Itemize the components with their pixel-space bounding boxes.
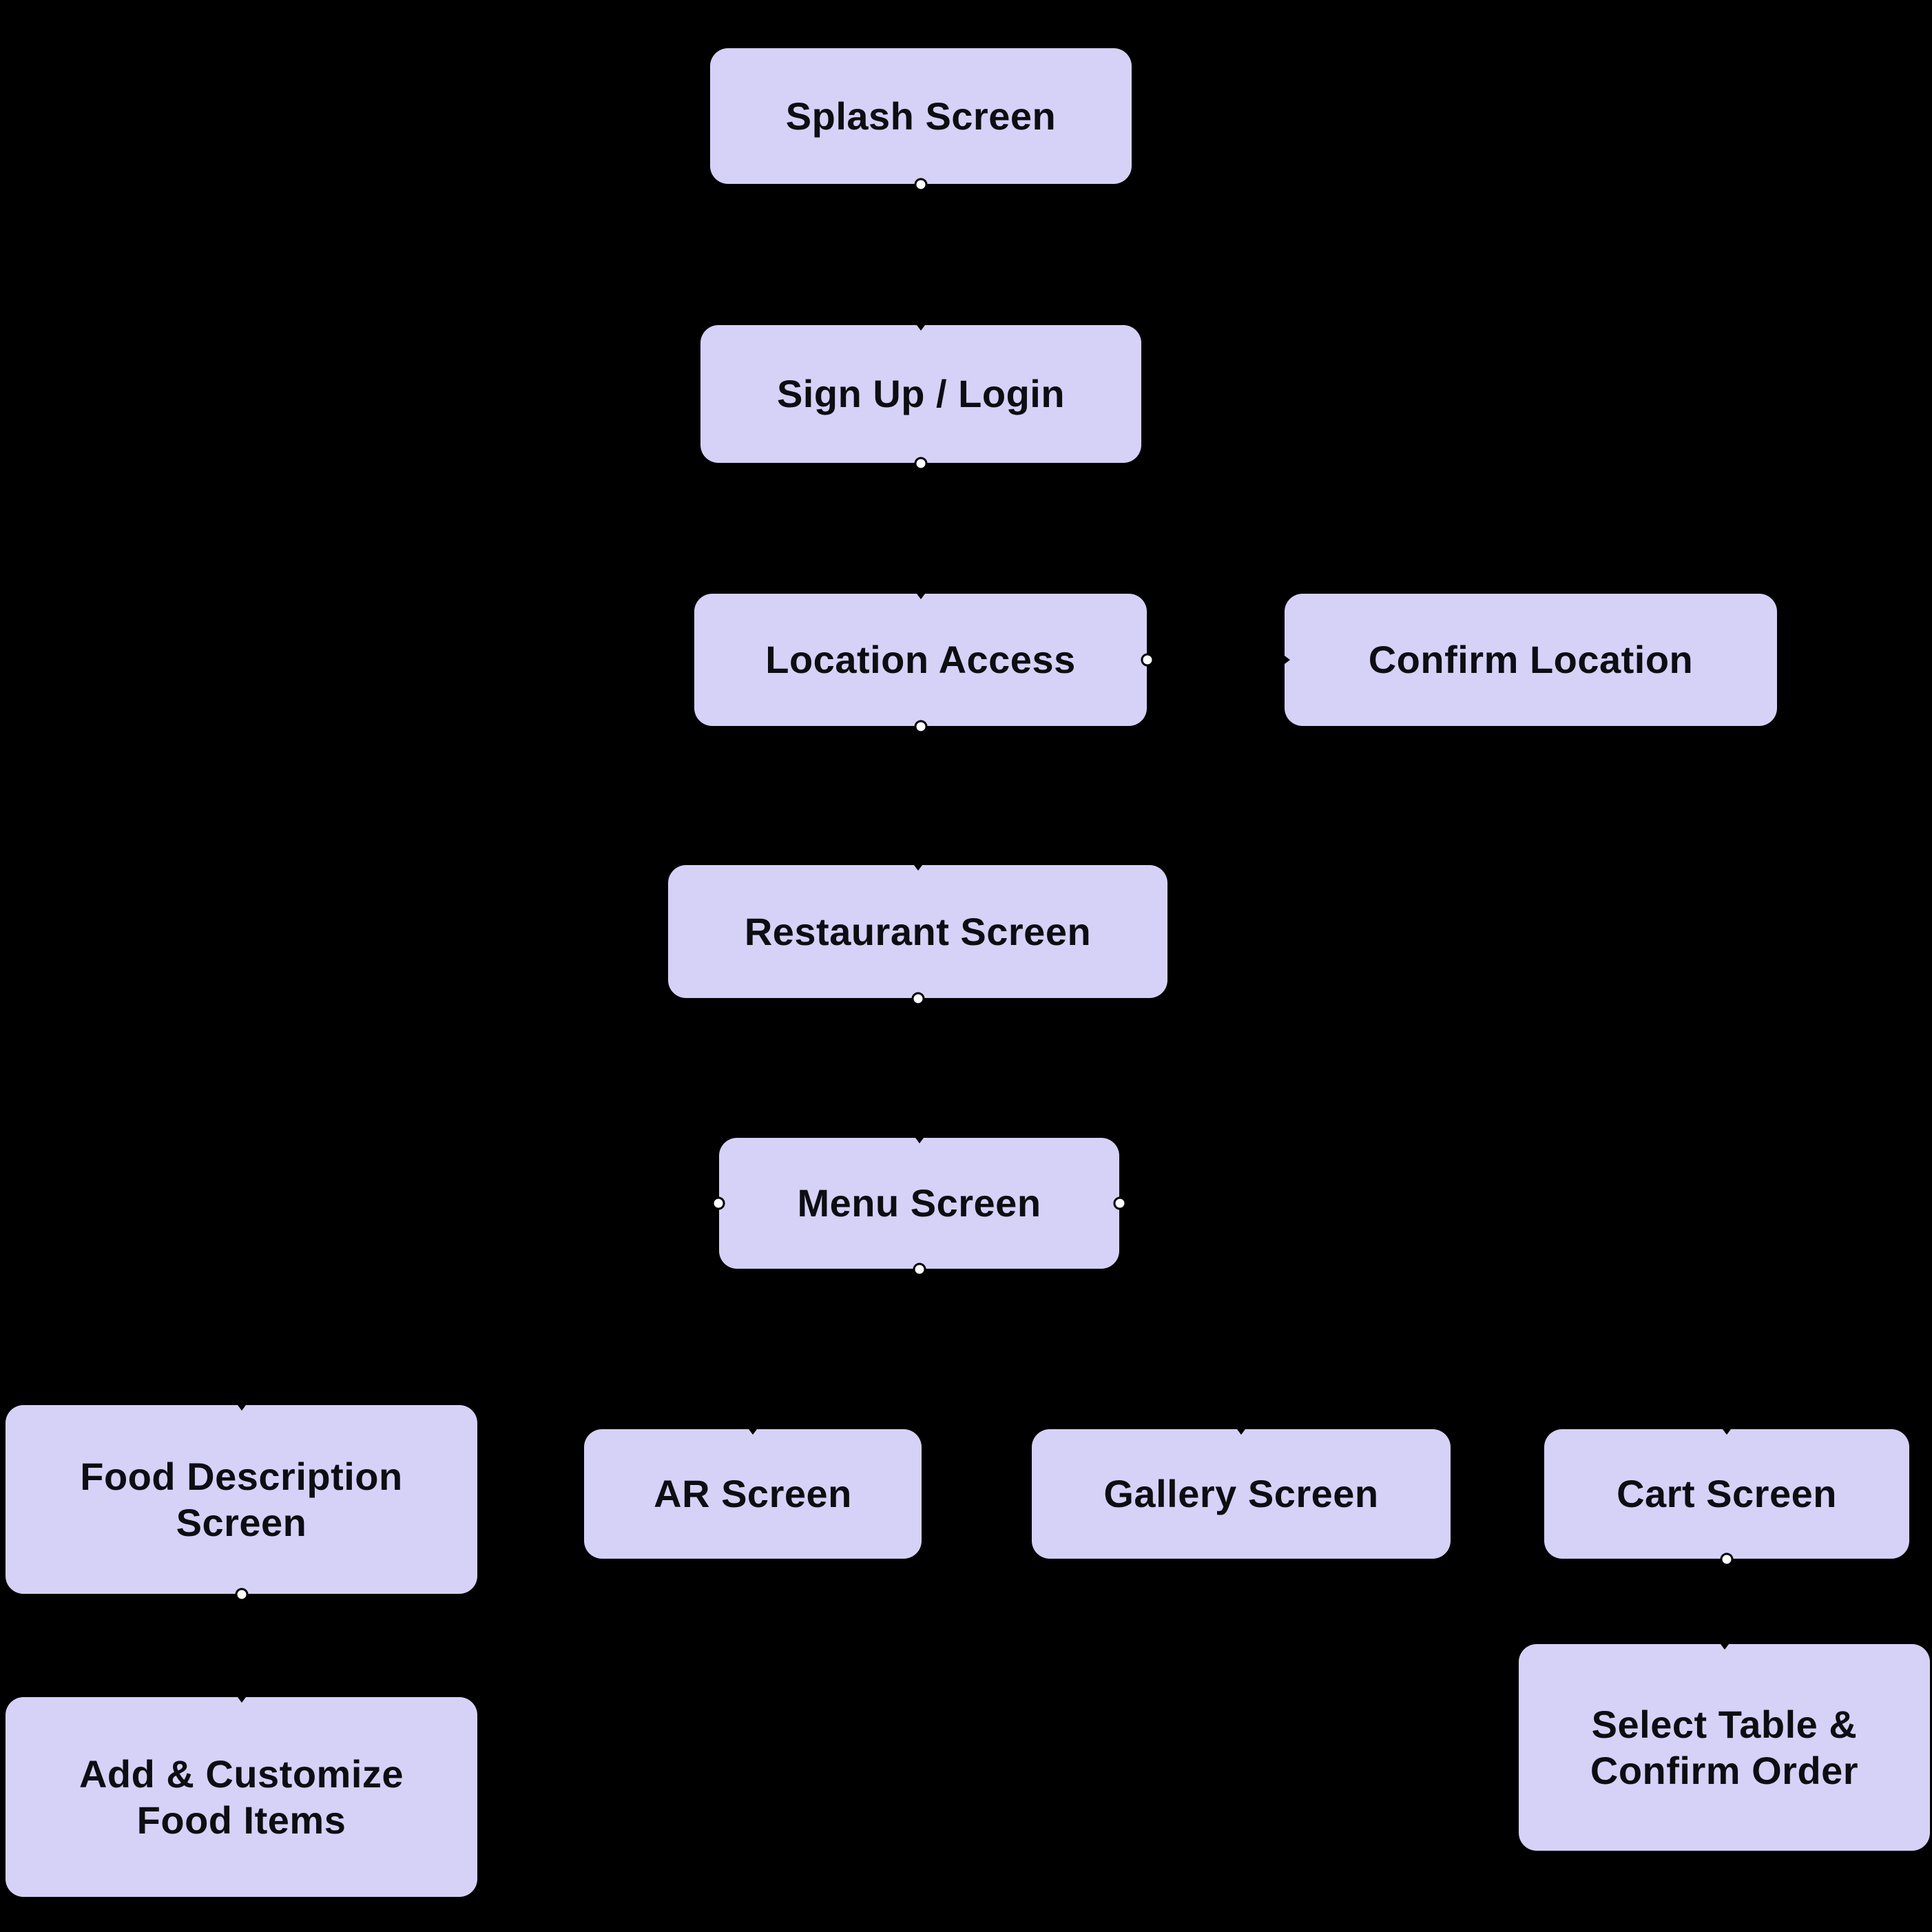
arrowhead-top-icon — [1235, 1426, 1247, 1435]
node-label: Gallery Screen — [1103, 1472, 1379, 1516]
arrowhead-top-icon — [911, 862, 924, 871]
node-menu-screen[interactable]: Menu Screen — [711, 1135, 1127, 1276]
connector-handle-bottom[interactable] — [914, 178, 928, 191]
node-add-customize-food-items[interactable]: Add & Customize Food Items — [6, 1694, 477, 1897]
connector-handle-bottom[interactable] — [914, 720, 927, 734]
node-label: Splash Screen — [785, 94, 1057, 138]
arrowhead-left-icon — [1282, 654, 1290, 666]
arrowhead-top-icon — [913, 1135, 926, 1143]
connector-handle-bottom[interactable] — [913, 1263, 926, 1276]
node-sign-up-login[interactable]: Sign Up / Login — [700, 322, 1141, 470]
arrowhead-top-icon — [747, 1426, 759, 1435]
arrowhead-top-icon — [235, 1694, 248, 1703]
node-select-table-confirm-order[interactable]: Select Table & Confirm Order — [1519, 1641, 1930, 1851]
node-label: AR Screen — [654, 1472, 852, 1516]
arrowhead-top-icon — [1718, 1641, 1731, 1650]
node-cart-screen[interactable]: Cart Screen — [1544, 1426, 1909, 1566]
node-splash-screen[interactable]: Splash Screen — [710, 48, 1132, 191]
node-label: Sign Up / Login — [776, 372, 1066, 416]
node-restaurant-screen[interactable]: Restaurant Screen — [668, 862, 1167, 1006]
node-label: Confirm Location — [1368, 638, 1694, 682]
node-label: Add & Customize Food Items — [79, 1752, 404, 1842]
arrowhead-top-icon — [1721, 1426, 1733, 1435]
connector-handle-bottom[interactable] — [911, 992, 924, 1006]
node-label: Menu Screen — [797, 1181, 1041, 1225]
node-ar-screen[interactable]: AR Screen — [584, 1426, 922, 1559]
connector-handle-right[interactable] — [1113, 1196, 1127, 1210]
connector-handle-bottom[interactable] — [1720, 1552, 1734, 1566]
arrowhead-top-icon — [235, 1402, 248, 1411]
node-label: Select Table & Confirm Order — [1590, 1702, 1859, 1792]
connector-handle-bottom[interactable] — [235, 1588, 248, 1601]
connector-handle-right[interactable] — [1141, 653, 1154, 667]
node-gallery-screen[interactable]: Gallery Screen — [1032, 1426, 1451, 1559]
node-confirm-location[interactable]: Confirm Location — [1282, 594, 1777, 726]
connector-handle-bottom[interactable] — [914, 457, 928, 470]
connector-handle-left[interactable] — [711, 1196, 725, 1210]
arrowhead-top-icon — [915, 322, 927, 331]
node-label: Location Access — [765, 638, 1076, 682]
node-label: Food Description Screen — [80, 1454, 403, 1544]
node-label: Cart Screen — [1617, 1472, 1837, 1516]
node-label: Restaurant Screen — [744, 909, 1092, 953]
arrowhead-top-icon — [914, 591, 927, 599]
node-food-description-screen[interactable]: Food Description Screen — [6, 1402, 477, 1601]
node-location-access[interactable]: Location Access — [694, 591, 1154, 734]
